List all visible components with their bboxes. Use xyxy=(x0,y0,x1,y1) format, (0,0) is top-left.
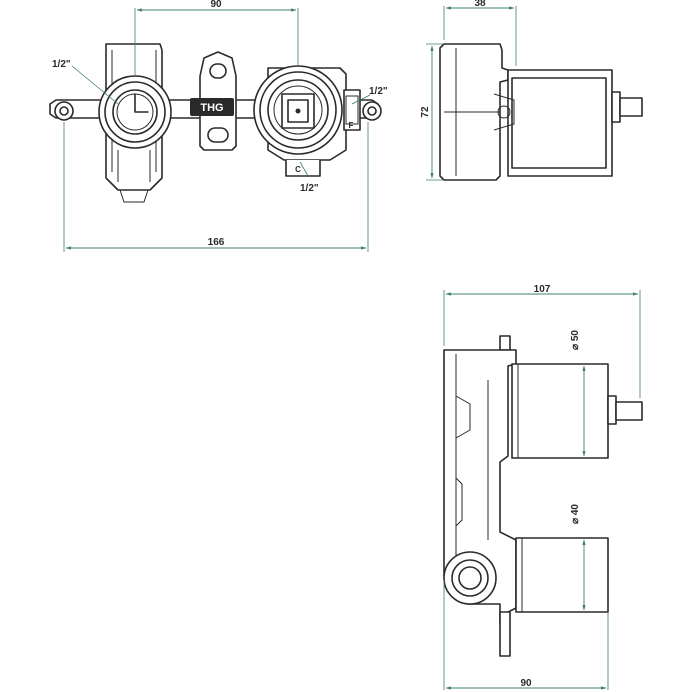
outlet-boss-bore xyxy=(458,566,482,590)
left-lug-hole xyxy=(59,106,69,116)
left-port-ring xyxy=(104,81,166,143)
dim-dia-lower-label: ⌀ 40 xyxy=(570,504,581,524)
front-view: THG C F 90 166 1/2" 1/2" 1/2" xyxy=(49,0,388,252)
leader-right-inlet xyxy=(351,94,371,105)
left-port-mark xyxy=(134,93,149,113)
leader-outlet xyxy=(299,161,309,177)
right-fixing-lug xyxy=(362,101,382,121)
dim-left-inlet-label: 1/2" xyxy=(52,59,71,70)
upper-cartridge xyxy=(511,363,609,459)
bottom-view: 107 90 ⌀ 50 ⌀ 40 xyxy=(443,284,643,690)
right-port-ring xyxy=(259,71,337,149)
dim-width-label: 90 xyxy=(210,0,222,10)
left-port-bore xyxy=(112,89,158,135)
side-spindle xyxy=(619,97,643,117)
upper-slot xyxy=(209,63,227,79)
dim-overall-label: 166 xyxy=(208,237,225,248)
dim-outlet-label: 1/2" xyxy=(300,183,319,194)
right-lug-hole xyxy=(367,106,377,116)
spindle-flat xyxy=(287,99,309,123)
leader-left-inlet xyxy=(71,65,119,105)
dim-right-inlet-label: 1/2" xyxy=(369,86,388,97)
bottom-tab xyxy=(499,611,511,657)
top-tab xyxy=(499,335,511,351)
right-side-stub xyxy=(343,89,361,131)
left-fixing-lug xyxy=(54,101,74,121)
brand-plate xyxy=(190,98,234,116)
side-cartridge xyxy=(511,77,607,169)
dim-body-depth-label: 90 xyxy=(520,678,532,689)
upper-spindle-base xyxy=(607,395,617,425)
right-port-bore xyxy=(267,79,329,141)
lower-cartridge xyxy=(515,537,609,613)
dim-height-label: 72 xyxy=(420,106,431,118)
upper-spindle xyxy=(615,401,643,421)
brand-logo: THG xyxy=(200,102,223,114)
side-spindle-base xyxy=(611,91,621,123)
dim-depth-label: 38 xyxy=(474,0,486,9)
dim-overall-depth-label: 107 xyxy=(534,284,551,295)
dim-dia-upper-label: ⌀ 50 xyxy=(570,330,581,350)
lower-slot xyxy=(207,127,229,143)
outlet-boss-ring xyxy=(451,559,489,597)
cold-mark: C xyxy=(295,165,301,174)
side-view: 38 72 xyxy=(420,0,643,181)
fixing-mark: F xyxy=(349,121,354,130)
